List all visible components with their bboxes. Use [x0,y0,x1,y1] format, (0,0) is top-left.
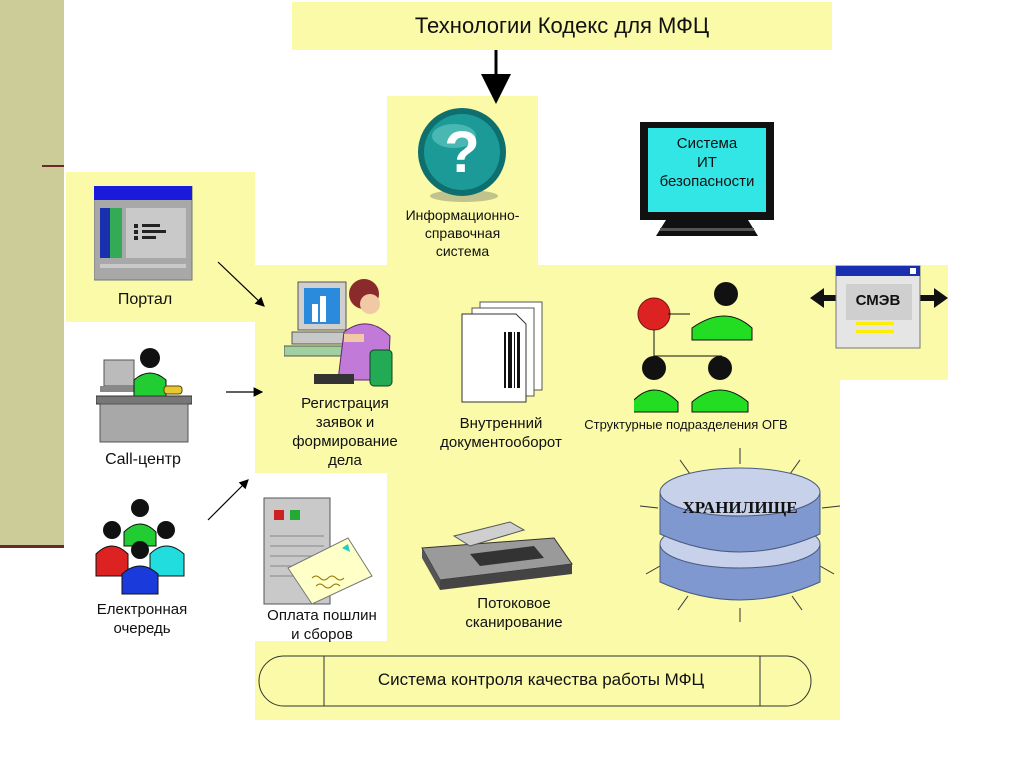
portal-label: Портал [117,291,173,308]
diagram-title: Технологии Кодекс для МФЦ [292,2,832,50]
payment-label: Оплата пошлин и сборов [267,607,377,643]
browser-window-icon [94,186,193,281]
payment-terminal-icon [263,497,373,605]
divider-line [0,545,64,548]
database-icon [639,448,841,622]
queue-arrow [207,479,249,521]
call-center-icon [96,348,192,443]
info-system-label: Информационно- справочная система [405,207,520,259]
storage-label: ХРАНИЛИЩЕ [682,498,798,517]
org-structure-icon [634,282,753,413]
smev-label: СМЭВ [855,292,901,309]
scanning-label: Потоковое сканирование [465,595,563,631]
e-queue-label: Електронная очередь [96,601,188,637]
documents-icon [461,301,543,403]
registration-label: Регистрация заявок и формирование дела [292,395,398,469]
question-icon: ? [418,108,506,202]
divider-line [42,165,64,167]
monitor-icon [640,122,774,236]
sidebar-strip [0,0,64,547]
internal-docs-label: Внутренний документооборот [440,415,562,451]
quality-bar-shape [258,655,812,707]
portal-arrow [217,261,265,307]
smev-icon [810,265,948,349]
it-security-label: Система ИТ безопасности [659,135,755,190]
people-group-icon [95,499,185,595]
ogv-label: Структурные подразделения ОГВ [584,417,788,432]
quality-label: Система контроля качества работы МФЦ [377,670,705,689]
operator-icon [284,279,393,387]
call-center-label: Call-центр [105,451,181,468]
scanner-icon [421,521,573,590]
svg-text:?: ? [444,120,479,185]
